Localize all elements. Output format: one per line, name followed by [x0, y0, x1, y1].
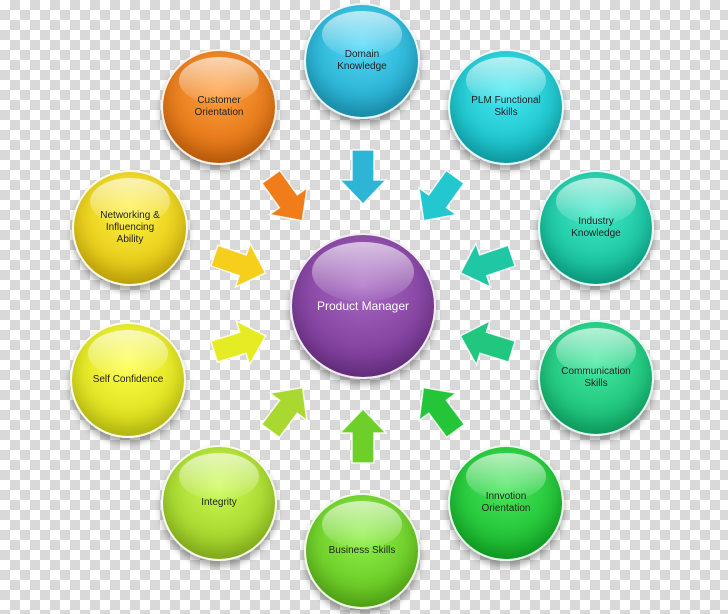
arrow-business-skills: [338, 407, 388, 464]
node-networking-influencing-ability: Networking & Influencing Ability: [72, 170, 188, 286]
arrow-shape: [338, 149, 388, 206]
node-integrity: Integrity: [161, 445, 277, 561]
node-plm-functional-skills: PLM Functional Skills: [448, 49, 564, 165]
node-label: PLM Functional Skills: [471, 95, 541, 118]
arrow-communication-skills: [459, 319, 517, 367]
node-self-confidence: Self Confidence: [70, 322, 186, 438]
arrow-industry-knowledge: [459, 241, 517, 289]
node-label: Communication Skills: [561, 366, 631, 389]
node-industry-knowledge: Industry Knowledge: [538, 170, 654, 286]
node-label: Customer Orientation: [194, 95, 244, 118]
node-domain-knowledge: Domain Knowledge: [304, 3, 420, 119]
node-innvotion-orientation: Innvotion Orientation: [448, 445, 564, 561]
arrow-shape: [260, 386, 308, 439]
arrow-customer-orientation: [260, 169, 309, 222]
arrow-integrity: [260, 386, 308, 439]
node-label: Business Skills: [328, 545, 396, 556]
arrow-shape: [260, 169, 309, 222]
center-node-product-manager: Product Manager: [290, 233, 436, 379]
node-label: Industry Knowledge: [571, 216, 621, 239]
arrow-plm-functional-skills: [417, 169, 466, 222]
node-label: Integrity: [201, 497, 237, 508]
arrow-shape: [418, 386, 466, 439]
arrow-shape: [459, 319, 517, 367]
node-label: Self Confidence: [92, 374, 164, 385]
arrow-shape: [338, 407, 388, 464]
node-label: Networking & Influencing Ability: [100, 210, 160, 245]
center-node-label: Product Manager: [316, 299, 410, 313]
node-label: Innvotion Orientation: [481, 491, 531, 514]
node-communication-skills: Communication Skills: [538, 320, 654, 436]
arrow-domain-knowledge: [338, 149, 388, 206]
arrow-self-confidence: [209, 319, 267, 367]
node-label: Domain Knowledge: [337, 49, 387, 72]
arrow-networking-influencing-ability: [209, 241, 267, 289]
arrow-shape: [209, 319, 267, 367]
node-business-skills: Business Skills: [304, 493, 420, 609]
arrow-shape: [459, 241, 517, 289]
arrow-shape: [209, 241, 267, 289]
arrow-innvotion-orientation: [418, 386, 466, 439]
node-customer-orientation: Customer Orientation: [161, 49, 277, 165]
arrow-shape: [417, 169, 466, 222]
